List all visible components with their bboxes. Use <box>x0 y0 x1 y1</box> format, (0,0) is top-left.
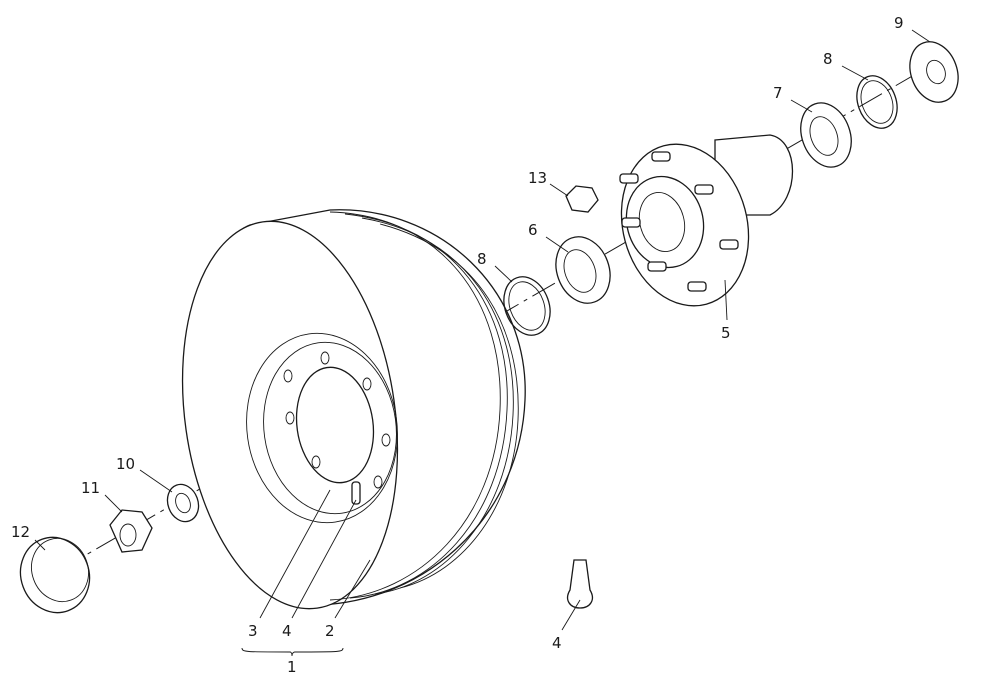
bearing-6 <box>555 236 611 304</box>
hub <box>619 134 794 307</box>
nut-13 <box>565 185 599 213</box>
bearing-7 <box>800 102 852 168</box>
callout-3: 3 <box>248 622 258 640</box>
callout-10: 10 <box>116 455 135 473</box>
callout-2: 2 <box>325 622 335 640</box>
callout-12: 12 <box>11 523 30 541</box>
tire <box>181 209 526 610</box>
bolt-holes <box>283 351 391 489</box>
retaining-ring-8-rear <box>856 75 898 129</box>
callout-11: 11 <box>81 479 100 497</box>
callout-4-rim: 4 <box>282 622 292 640</box>
callout-13: 13 <box>528 169 547 187</box>
hub-cap-12 <box>19 536 91 614</box>
callout-labels: 9 8 7 13 6 8 5 10 11 12 3 4 2 1 4 <box>11 14 904 676</box>
callout-4-valve: 4 <box>552 634 562 652</box>
washer-10 <box>166 483 200 523</box>
nut-11 <box>109 509 153 553</box>
seal-9 <box>909 41 959 103</box>
leader-lines <box>34 29 931 657</box>
retaining-ring-8-front <box>503 276 551 336</box>
callout-7: 7 <box>773 84 783 102</box>
callout-8-rear: 8 <box>823 50 833 68</box>
callout-1: 1 <box>287 658 297 676</box>
callout-9: 9 <box>894 14 904 32</box>
callout-6: 6 <box>528 221 538 239</box>
valve-4 <box>566 559 594 609</box>
callout-8-front: 8 <box>477 250 487 268</box>
valve-stem <box>351 481 361 505</box>
callout-5: 5 <box>721 324 731 342</box>
wheel-studs <box>619 151 739 292</box>
